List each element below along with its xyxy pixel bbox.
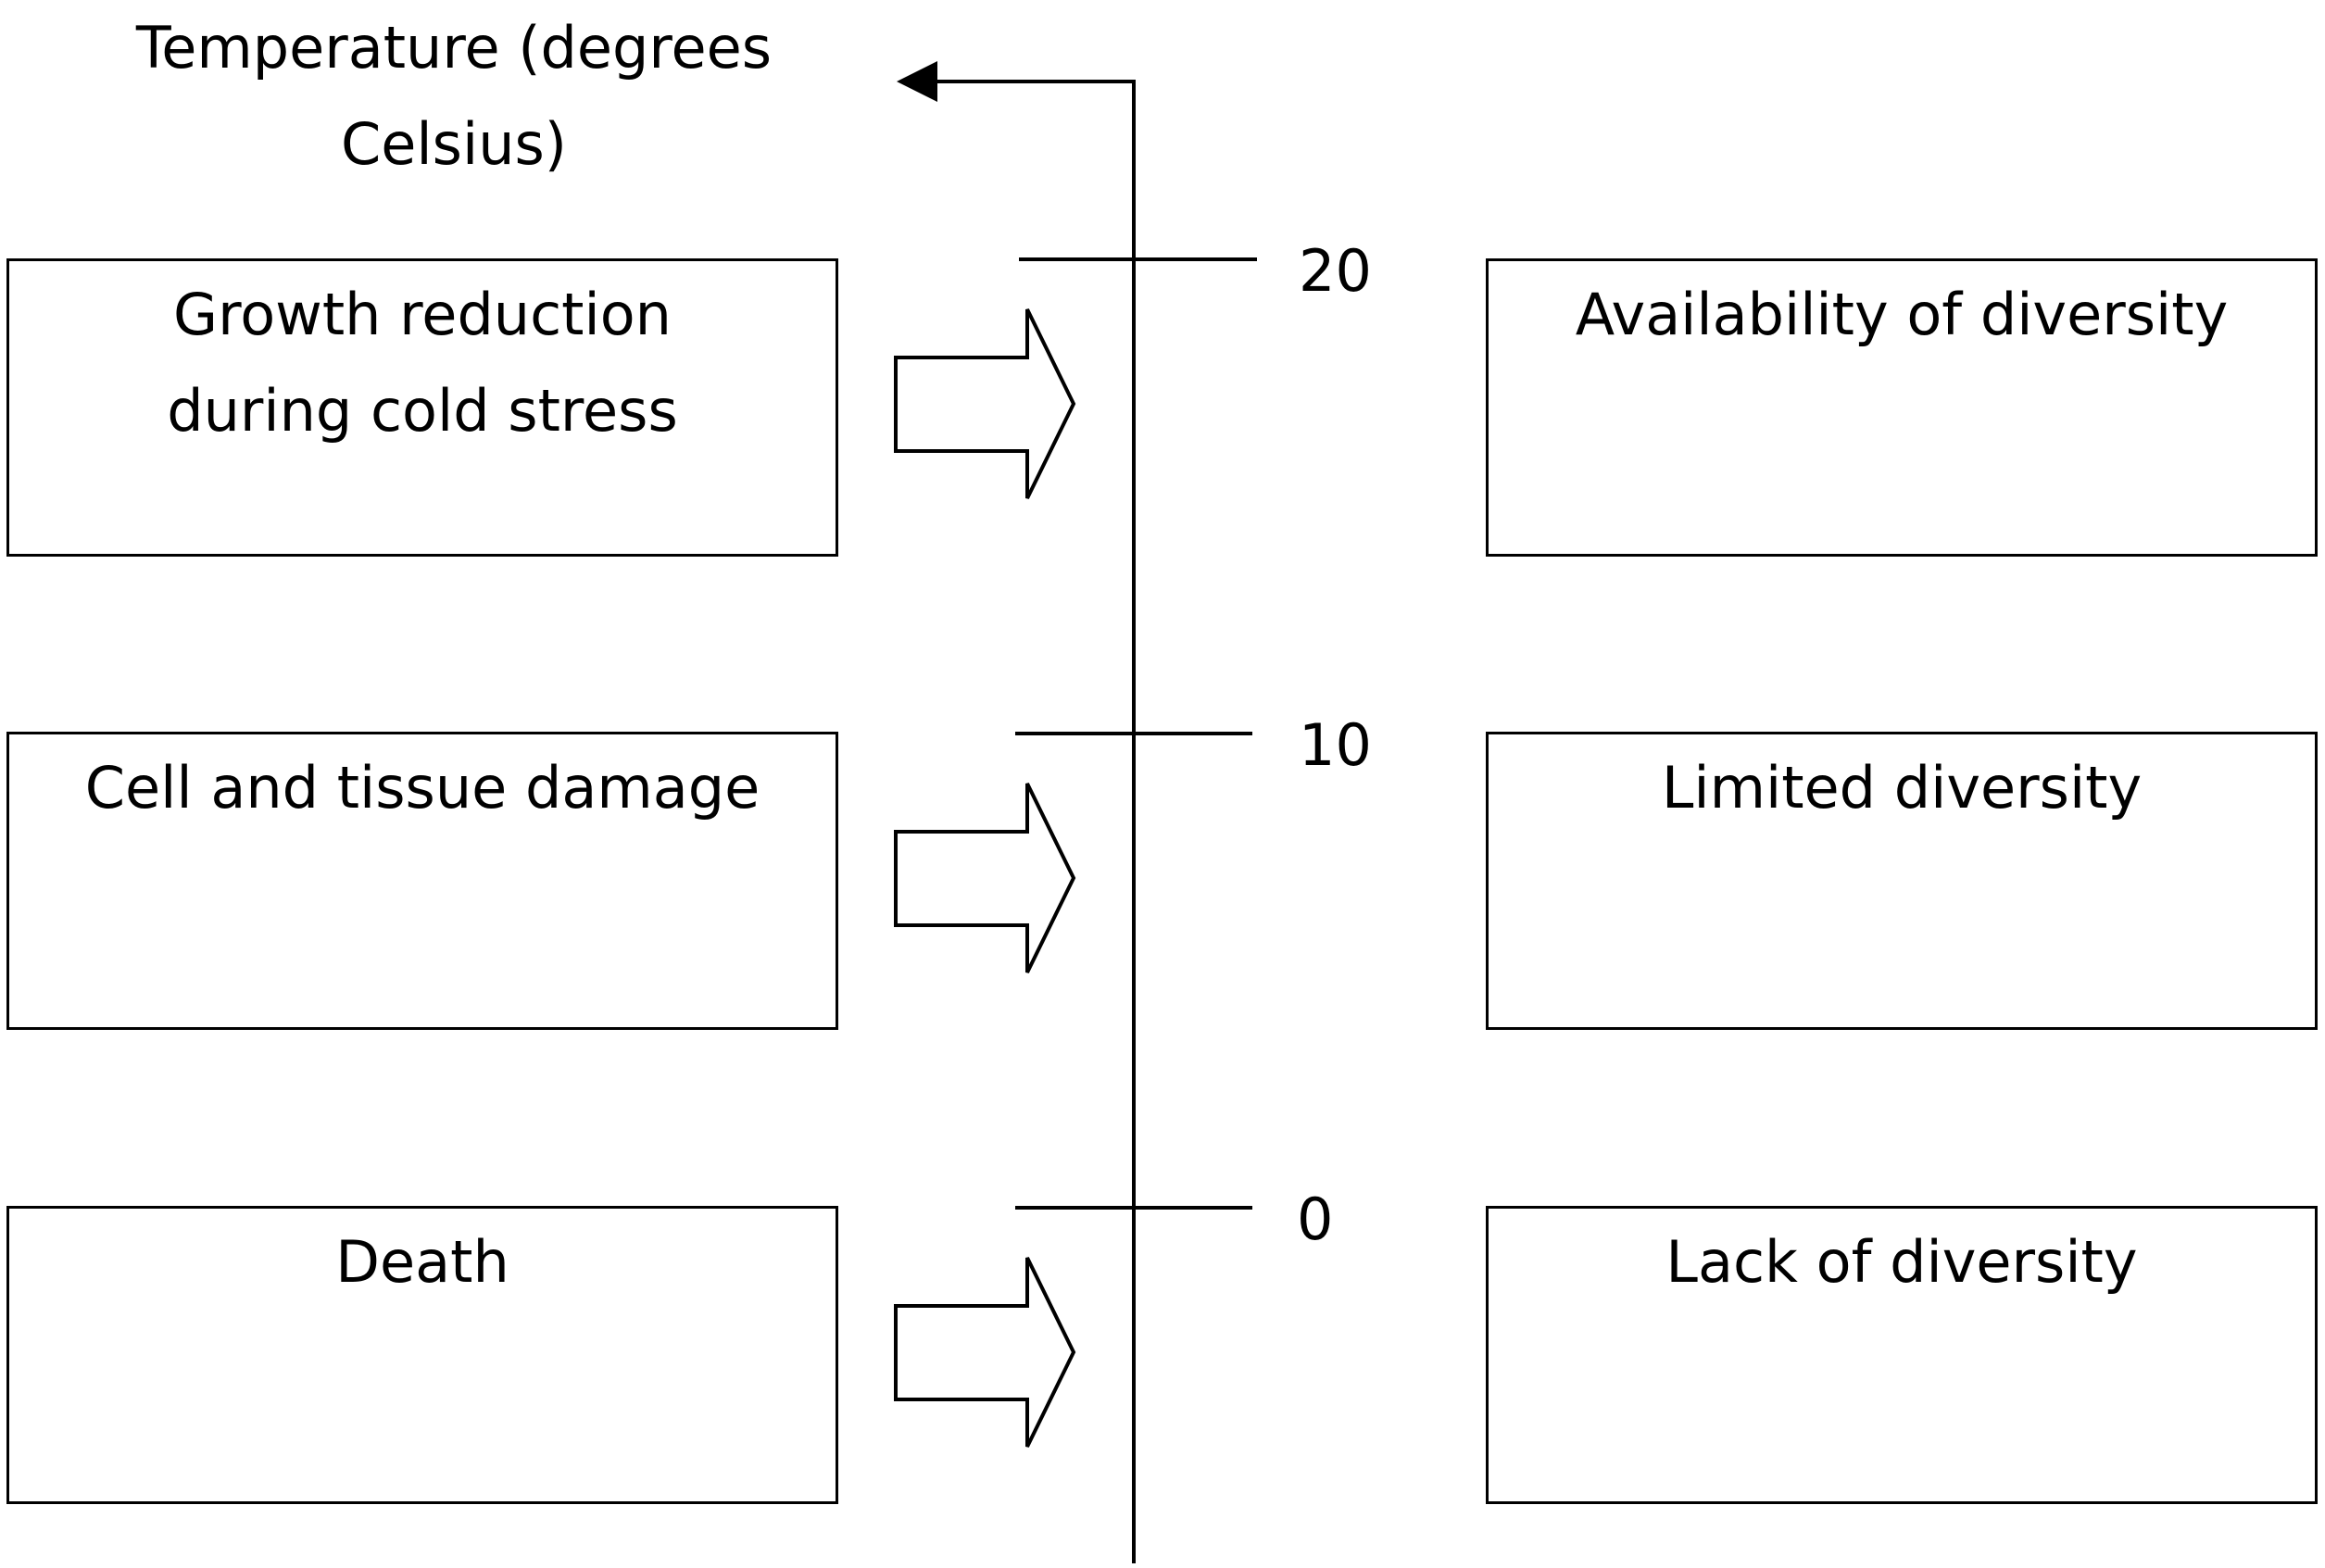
diversity-box-text: Lack of diversity — [1665, 1228, 2138, 1296]
effect-box-cell-tissue-damage: Cell and tissue damage — [6, 732, 838, 1030]
block-arrow-icon — [894, 783, 1076, 973]
block-arrow-icon — [894, 1257, 1076, 1448]
effect-box-text: Death — [335, 1228, 509, 1296]
axis-title: Temperature (degrees Celsius) — [93, 0, 815, 193]
diversity-box-lack: Lack of diversity — [1486, 1206, 2318, 1504]
axis-title-line2: Celsius) — [341, 110, 567, 178]
tick-label-20: 20 — [1299, 237, 1372, 305]
tick-label-0: 0 — [1297, 1185, 1334, 1253]
block-arrow-icon — [894, 308, 1076, 499]
diversity-box-availability: Availability of diversity — [1486, 258, 2318, 557]
diversity-box-text: Limited diversity — [1661, 754, 2143, 822]
axis-arrowhead — [897, 61, 937, 102]
effect-box-text: Cell and tissue damage — [84, 754, 760, 822]
diversity-box-limited: Limited diversity — [1486, 732, 2318, 1030]
diversity-box-text: Availability of diversity — [1575, 281, 2229, 348]
axis-title-line1: Temperature (degrees — [135, 14, 773, 82]
effect-box-text: Growth reduction during cold stress — [167, 281, 678, 445]
effect-box-death: Death — [6, 1206, 838, 1504]
tick-label-10: 10 — [1299, 711, 1372, 779]
effect-box-growth-reduction: Growth reduction during cold stress — [6, 258, 838, 557]
